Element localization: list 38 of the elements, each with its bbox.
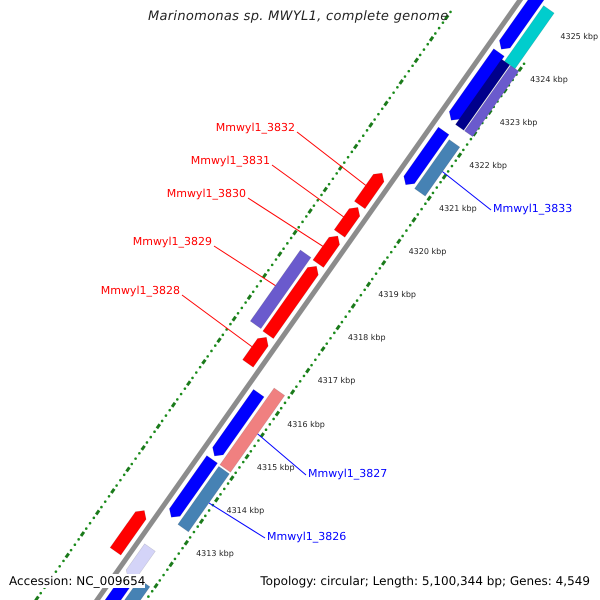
- accession-text: Accession: NC_009654: [9, 574, 146, 588]
- scale-label: 4323 kbp: [500, 118, 538, 128]
- leader-line: [296, 132, 366, 186]
- leader-line: [272, 164, 344, 218]
- gene-bar: [262, 266, 319, 340]
- scale-label: 4317 kbp: [318, 376, 356, 386]
- scale-label: 4325 kbp: [560, 32, 598, 42]
- gene-label: Mmwyl1_3827: [308, 467, 388, 480]
- gene-label: Mmwyl1_3829: [132, 235, 212, 248]
- scale-label: 4322 kbp: [469, 161, 507, 171]
- scale-label: 4324 kbp: [530, 75, 568, 85]
- leader-line: [442, 171, 492, 210]
- map-title: Marinomonas sp. MWYL1, complete genome: [148, 9, 448, 25]
- scale-label: 4314 kbp: [226, 506, 264, 516]
- scale-label: 4320 kbp: [408, 247, 446, 257]
- gene-label: Mmwyl1_3833: [493, 202, 572, 216]
- leader-line: [208, 502, 266, 538]
- gene-bar: [354, 172, 384, 210]
- gene-bar: [312, 236, 340, 268]
- gene-bar: [250, 250, 312, 330]
- gene-label: Mmwyl1_3831: [190, 154, 270, 168]
- scale-label: 4321 kbp: [439, 204, 477, 214]
- leader-line: [182, 294, 252, 348]
- leader-line: [257, 433, 306, 476]
- scale-label: 4315 kbp: [256, 462, 295, 472]
- gene-bar: [242, 336, 269, 368]
- leader-line: [214, 246, 276, 286]
- scale-label: 4313 kbp: [196, 548, 234, 558]
- gene-label: Mmwyl1_3826: [267, 530, 346, 544]
- gene-bar: [414, 139, 460, 197]
- gene-label: Mmwyl1_3828: [100, 284, 180, 298]
- scale-label: 4318 kbp: [348, 333, 386, 343]
- genome-stats-text: Topology: circular; Length: 5,100,344 bp; Genes: 4,549: [260, 574, 590, 588]
- gene-label: Mmwyl1_3832: [216, 121, 295, 134]
- gene-bar: [334, 207, 360, 238]
- scale-label: 4319 kbp: [378, 290, 416, 300]
- gene-label: Mmwyl1_3830: [166, 187, 246, 200]
- leader-line: [248, 198, 324, 247]
